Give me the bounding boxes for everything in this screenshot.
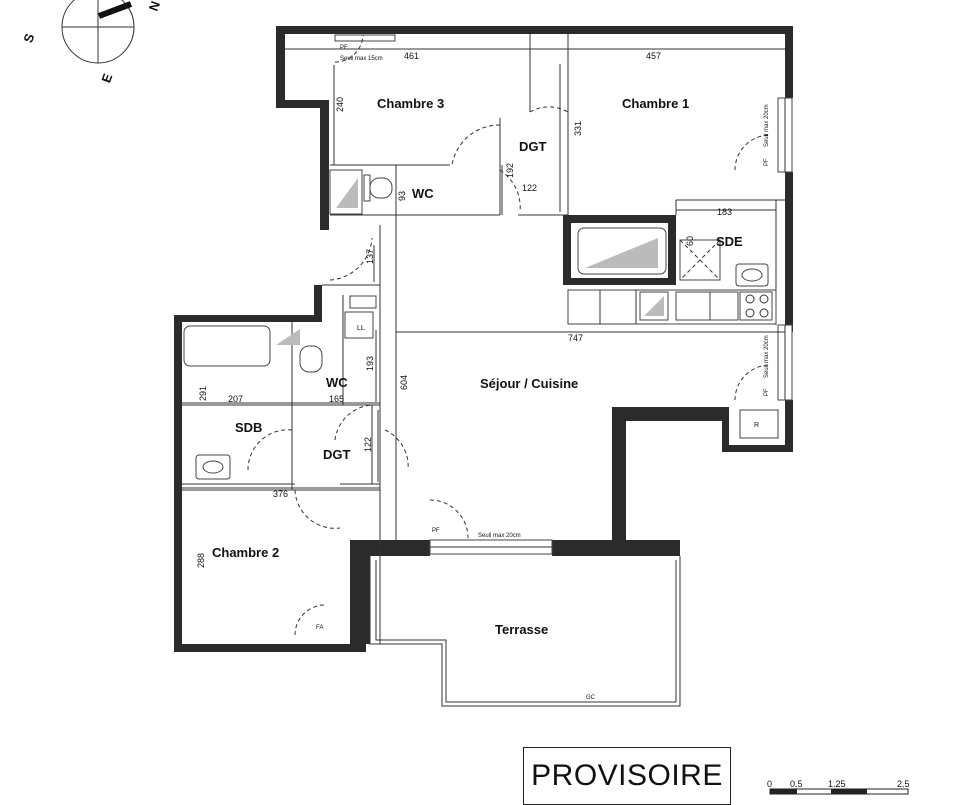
fixtures (183, 169, 779, 480)
label-pf-chambre1: PF (764, 158, 770, 166)
label-fa: FA (316, 625, 323, 631)
label-seuil-top: Seuil max 15cm (340, 56, 383, 62)
room-label-sejour: Séjour / Cuisine (480, 376, 578, 391)
room-label-wc-top: WC (412, 186, 434, 201)
dim-240: 240 (335, 97, 345, 112)
label-seuil-terrasse: Seuil max 20cm (478, 533, 521, 539)
north-arrow-icon (97, 1, 133, 19)
scale-tick-0: 0 (767, 779, 772, 789)
compass: N S E (20, 0, 163, 85)
dim-60: 60 (685, 236, 695, 246)
dim-165: 165 (329, 394, 344, 404)
dim-183: 183 (717, 207, 732, 217)
dim-457: 457 (646, 51, 661, 61)
room-label-terrasse: Terrasse (495, 622, 548, 637)
dim-192: 192 (505, 163, 515, 178)
scale-bar: 0 0.5 1.25 2.5 (767, 779, 910, 795)
sink-icon (675, 291, 711, 321)
dim-207: 207 (228, 394, 243, 404)
annotations: PF Seuil max 15cm PF Seuil max 20cm PF S… (316, 45, 770, 701)
label-pf-terrasse: PF (432, 528, 440, 534)
compass-north-label: N (146, 0, 163, 13)
toilet-icon (369, 177, 393, 199)
windows (334, 34, 793, 555)
provisoire-stamp: PROVISOIRE (523, 747, 731, 805)
provisoire-label: PROVISOIRE (531, 759, 723, 792)
room-label-chambre2: Chambre 2 (212, 545, 279, 560)
label-gc: GC (586, 695, 596, 701)
dim-122-mid: 122 (363, 437, 373, 452)
room-label-dgt-top: DGT (519, 139, 547, 154)
label-ll: LL (357, 325, 365, 332)
dimension-labels: 461 457 240 331 192 122 93 183 60 137 74… (196, 51, 732, 568)
door-chambre1 (529, 106, 569, 113)
dim-376: 376 (273, 489, 288, 499)
dimension-lines (182, 48, 785, 489)
doors (247, 34, 771, 636)
entry-door (329, 237, 373, 281)
label-pf-top: PF (340, 45, 348, 51)
compass-east-label: E (98, 71, 115, 85)
dim-604: 604 (399, 375, 409, 390)
fridge-icon (739, 409, 779, 439)
dim-331: 331 (573, 121, 583, 136)
label-pf-sejour: PF (764, 388, 770, 396)
dim-137: 137 (365, 249, 375, 264)
dim-461: 461 (404, 51, 419, 61)
bathtub-icon (183, 325, 271, 367)
door-chambre3 (451, 124, 501, 166)
room-label-chambre1: Chambre 1 (622, 96, 689, 111)
dim-122-top: 122 (522, 183, 537, 193)
scale-tick-1-25: 1.25 (828, 779, 846, 789)
electrical-panel-icon (349, 295, 377, 309)
compass-south-label: S (20, 31, 37, 45)
scale-tick-2-5: 2.5 (897, 779, 910, 789)
dim-288: 288 (196, 553, 206, 568)
room-label-wc-mid: WC (326, 375, 348, 390)
walls (174, 26, 793, 652)
room-labels: Chambre 3 Chambre 1 DGT WC SDE Séjour / … (212, 96, 743, 637)
room-label-sdb: SDB (235, 420, 262, 435)
dim-193: 193 (365, 356, 375, 371)
dim-291: 291 (198, 386, 208, 401)
cooktop-icon (739, 291, 773, 321)
dim-93: 93 (397, 191, 407, 201)
room-label-chambre3: Chambre 3 (377, 96, 444, 111)
room-label-dgt-mid: DGT (323, 447, 351, 462)
label-r: R (754, 422, 759, 429)
dim-747: 747 (568, 333, 583, 343)
label-seuil-chambre1: Seuil max 20cm (764, 104, 770, 147)
label-seuil-sejour: Seuil max 20cm (764, 335, 770, 378)
partitions (182, 34, 785, 707)
room-label-sde: SDE (716, 234, 743, 249)
toilet-icon (299, 345, 323, 373)
scale-tick-0-5: 0.5 (790, 779, 803, 789)
